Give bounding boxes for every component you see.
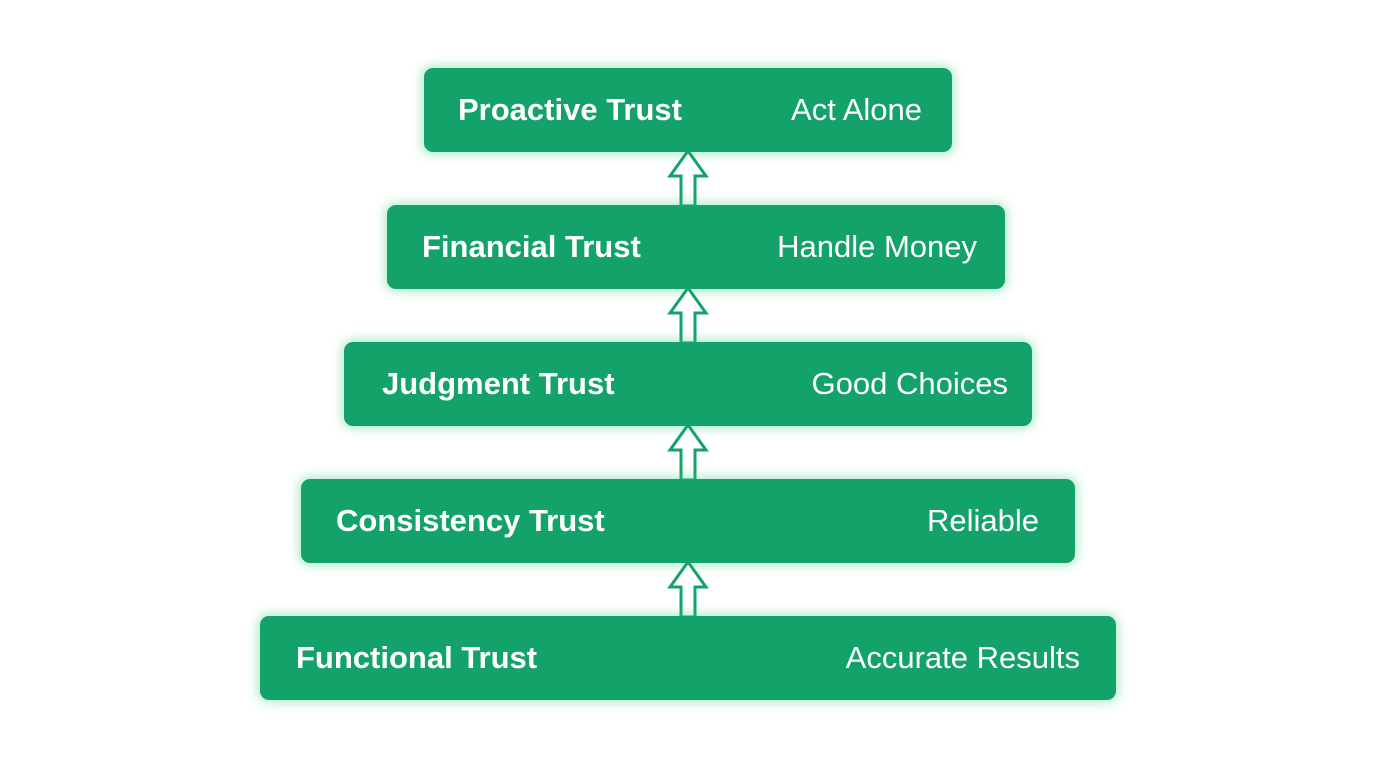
up-arrow-icon xyxy=(667,422,709,482)
tier-judgment-trust: Judgment Trust Good Choices xyxy=(344,342,1032,426)
tier-description: Act Alone xyxy=(791,92,922,127)
tier-name: Proactive Trust xyxy=(458,92,682,127)
tier-description: Reliable xyxy=(926,503,1039,538)
tier-proactive-trust: Proactive Trust Act Alone xyxy=(424,68,952,152)
tier-functional-trust: Functional Trust Accurate Results xyxy=(260,616,1116,700)
tier-description: Accurate Results xyxy=(845,640,1080,675)
up-arrow-icon xyxy=(667,285,709,345)
tier-financial-trust: Financial Trust Handle Money xyxy=(387,205,1005,289)
up-arrow-icon xyxy=(667,148,709,208)
tier-name: Consistency Trust xyxy=(336,503,605,538)
tier-name: Functional Trust xyxy=(296,640,538,675)
up-arrow-icon xyxy=(667,559,709,619)
tier-name: Financial Trust xyxy=(422,229,641,264)
tier-consistency-trust: Consistency Trust Reliable xyxy=(301,479,1075,563)
tier-description: Handle Money xyxy=(777,229,977,264)
tier-description: Good Choices xyxy=(811,366,1008,401)
tier-name: Judgment Trust xyxy=(382,366,615,401)
